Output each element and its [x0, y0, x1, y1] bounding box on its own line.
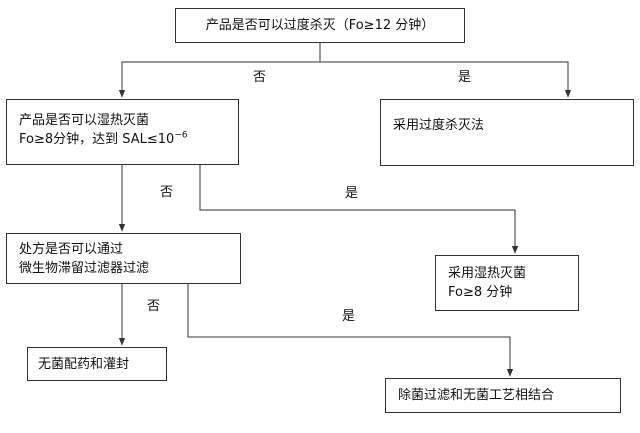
- node-overkill-question-text: 产品是否可以过度杀灭（Fo≥12 分钟）: [205, 18, 435, 33]
- node-moist-heat-method: 采用湿热灭菌 Fo≥8 分钟: [435, 255, 579, 311]
- node-aseptic-filling: 无菌配药和灌封: [27, 347, 167, 381]
- label-no-2: 否: [160, 185, 174, 200]
- connector-n4-to-n7: [187, 284, 514, 377]
- node-aseptic-filling-text: 无菌配药和灌封: [38, 357, 130, 372]
- node-moist-heat-question-line1: 产品是否可以湿热灭菌: [19, 113, 150, 128]
- node-overkill-question: 产品是否可以过度杀灭（Fo≥12 分钟）: [175, 8, 465, 43]
- node-filtration-question-line1: 处方是否可以通过: [19, 242, 124, 257]
- node-filtration-question-line2: 微生物滞留过滤器过滤: [19, 261, 150, 276]
- node-overkill-method-text: 采用过度杀灭法: [393, 118, 485, 133]
- label-yes-3: 是: [342, 309, 356, 324]
- connector-n1-to-n2: [118, 61, 320, 98]
- label-yes-1: 是: [458, 70, 472, 85]
- node-sterile-filtration: 除菌过滤和无菌工艺相结合: [385, 378, 621, 413]
- node-sterile-filtration-text: 除菌过滤和无菌工艺相结合: [398, 388, 555, 403]
- label-no-1: 否: [253, 70, 267, 85]
- connector-n1-to-n3: [320, 61, 572, 98]
- node-moist-heat-method-line2: Fo≥8 分钟: [448, 285, 513, 300]
- node-moist-heat-method-line1: 采用湿热灭菌: [448, 266, 527, 281]
- node-overkill-method: 采用过度杀灭法: [380, 99, 634, 166]
- label-yes-2: 是: [345, 186, 359, 201]
- node-moist-heat-question-line2: Fo≥8分钟，达到 SAL≤10−6: [19, 130, 188, 147]
- label-no-3: 否: [147, 299, 161, 314]
- node-moist-heat-question: 产品是否可以湿热灭菌 Fo≥8分钟，达到 SAL≤10−6: [6, 99, 239, 165]
- connector-n2-to-n5: [199, 165, 519, 254]
- node-filtration-question: 处方是否可以通过 微生物滞留过滤器过滤: [6, 233, 241, 284]
